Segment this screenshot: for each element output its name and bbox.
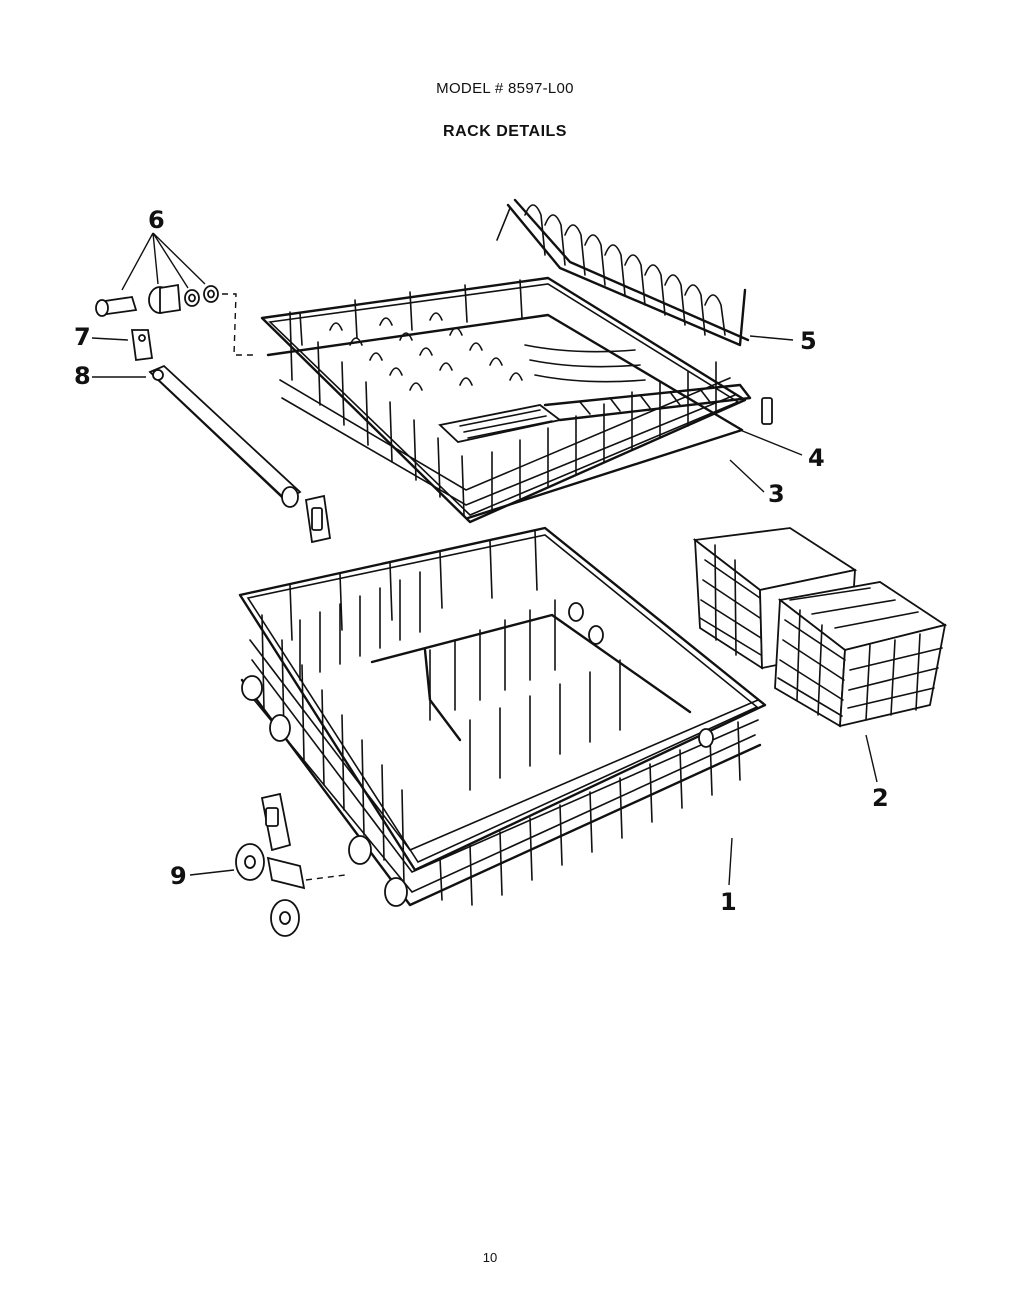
callout-4: 4 [739, 429, 825, 472]
silverware-basket [692, 527, 948, 728]
slide-rail [148, 364, 332, 544]
callout-1: 1 [720, 837, 737, 916]
callout-8: 8 [74, 362, 146, 390]
callout-label-1: 1 [720, 888, 737, 916]
callout-label-8: 8 [74, 362, 91, 390]
cup-shelf [438, 383, 752, 443]
wheel-assembly [235, 792, 346, 937]
callout-2: 2 [865, 734, 889, 812]
model-number: MODEL # 8597-L00 [436, 80, 574, 97]
page-number: 10 [482, 1250, 498, 1265]
lower-rack [238, 526, 767, 907]
fold-down-rack [496, 198, 750, 347]
upper-rack [260, 276, 773, 524]
roller-assembly [95, 283, 256, 356]
callout-5: 5 [749, 327, 817, 355]
callout-label-6: 6 [148, 206, 165, 234]
callout-label-9: 9 [170, 862, 187, 890]
lower-rack-wheels [241, 602, 714, 907]
callout-3: 3 [729, 459, 785, 508]
callout-label-4: 4 [808, 444, 825, 472]
end-cap [130, 329, 154, 362]
callout-label-2: 2 [872, 784, 889, 812]
callout-label-3: 3 [768, 480, 785, 508]
page-title: RACK DETAILS [443, 123, 567, 140]
callout-label-7: 7 [74, 323, 91, 351]
callout-6: 6 [121, 206, 206, 291]
callout-7: 7 [74, 323, 129, 351]
callout-label-5: 5 [800, 327, 817, 355]
callout-9: 9 [170, 862, 235, 890]
